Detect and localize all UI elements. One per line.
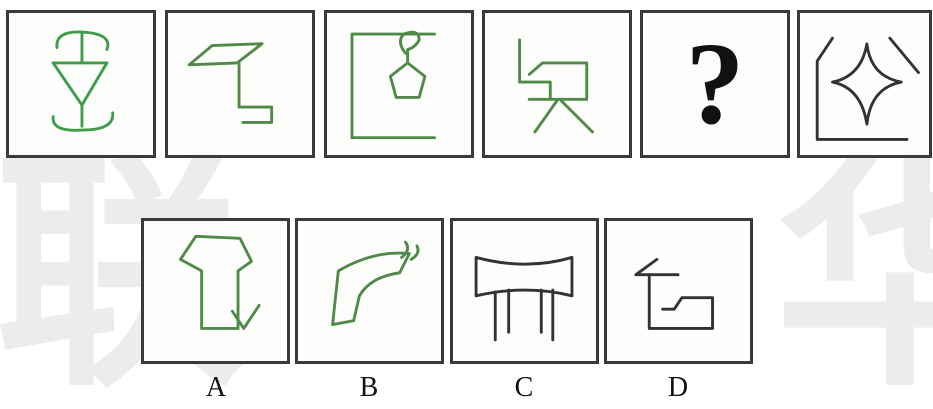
option-c[interactable] [450,218,599,364]
option-a-label: A [186,372,246,404]
parallelogram-step-figure-icon [168,13,312,155]
curved-band-figure-icon [298,221,441,361]
figure-4 [482,10,632,158]
figure-1 [6,10,156,158]
pentagon-hook-figure-icon [327,13,471,155]
option-d[interactable] [604,218,753,364]
watermark-right: 华 [775,150,933,400]
figure-6 [797,10,932,158]
option-c-label: C [494,372,554,404]
figure-5: ? [640,10,790,158]
figure-3 [324,10,474,158]
star-frame-figure-icon [800,13,929,155]
option-b[interactable] [295,218,444,364]
step-box-figure-icon [607,221,750,361]
box-legs-figure-icon [485,13,629,155]
gate-figure-icon [453,221,596,361]
question-mark-icon: ? [643,13,787,155]
figure-2 [165,10,315,158]
option-b-label: B [339,372,399,404]
circle-triangle-figure-icon [9,13,153,155]
pentagon-tail-figure-icon [144,221,287,361]
option-a[interactable] [141,218,290,364]
option-d-label: D [648,372,708,404]
